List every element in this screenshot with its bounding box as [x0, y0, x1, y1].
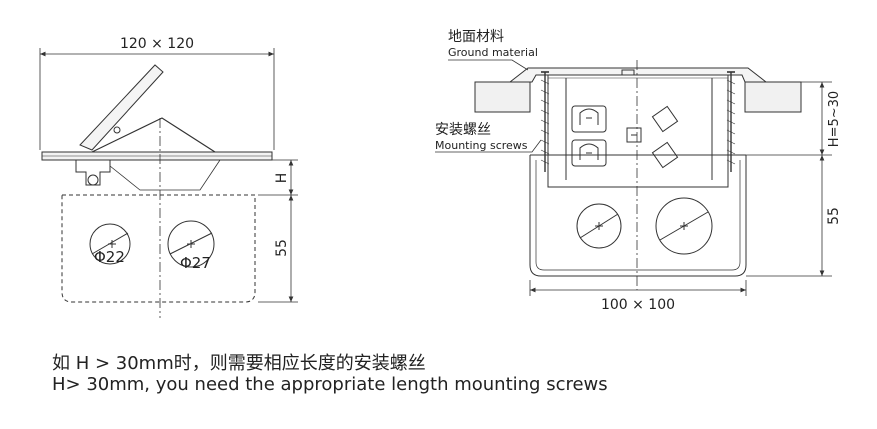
right-depth-label: 55: [826, 207, 842, 225]
ground-material-left: [474, 81, 531, 113]
ground-material-right: [744, 81, 802, 113]
left-h-label: H: [274, 173, 290, 184]
socket-outlet-4: [651, 105, 679, 133]
socket-outlet-1: [571, 105, 607, 133]
socket-outlet-2: [571, 139, 607, 167]
mounting-screws-zh: 安装螺丝: [435, 122, 491, 138]
right-width-label: 100 × 100: [601, 297, 675, 313]
left-side-view: [39, 48, 298, 318]
note-chinese: 如 H > 30mm时，则需要相应长度的安装螺丝: [52, 353, 426, 374]
hole-right-small: [576, 203, 622, 249]
left-depth-label: 55: [274, 239, 290, 257]
open-lid: [79, 64, 164, 151]
mounting-screws-en: Mounting screws: [435, 139, 528, 152]
ground-material-zh: 地面材料: [448, 29, 504, 45]
hole-small-label: Φ22: [94, 248, 125, 266]
socket-outlet-5: [651, 141, 679, 169]
socket-outlet-3: [626, 127, 642, 143]
hole-large-label: Φ27: [180, 254, 211, 272]
lower-box-right: [529, 155, 747, 277]
floor-socket-technical-drawing: 120 × 120 H 55 Φ22 Φ27: [39, 29, 842, 318]
lower-box: [61, 194, 256, 303]
right-section-view: [435, 59, 832, 296]
ground-material-en: Ground material: [448, 46, 538, 59]
hole-large: [167, 220, 215, 268]
socket-housing: [547, 74, 729, 188]
left-width-label: 120 × 120: [120, 36, 194, 52]
hole-right-large: [655, 197, 713, 255]
note-english: H> 30mm, you need the appropriate length…: [52, 374, 608, 395]
mounting-screws-leader: [435, 139, 542, 153]
hole-small: [89, 223, 131, 265]
right-h-range-label: H=5~30: [827, 91, 842, 147]
ground-material-leader: [448, 59, 529, 71]
